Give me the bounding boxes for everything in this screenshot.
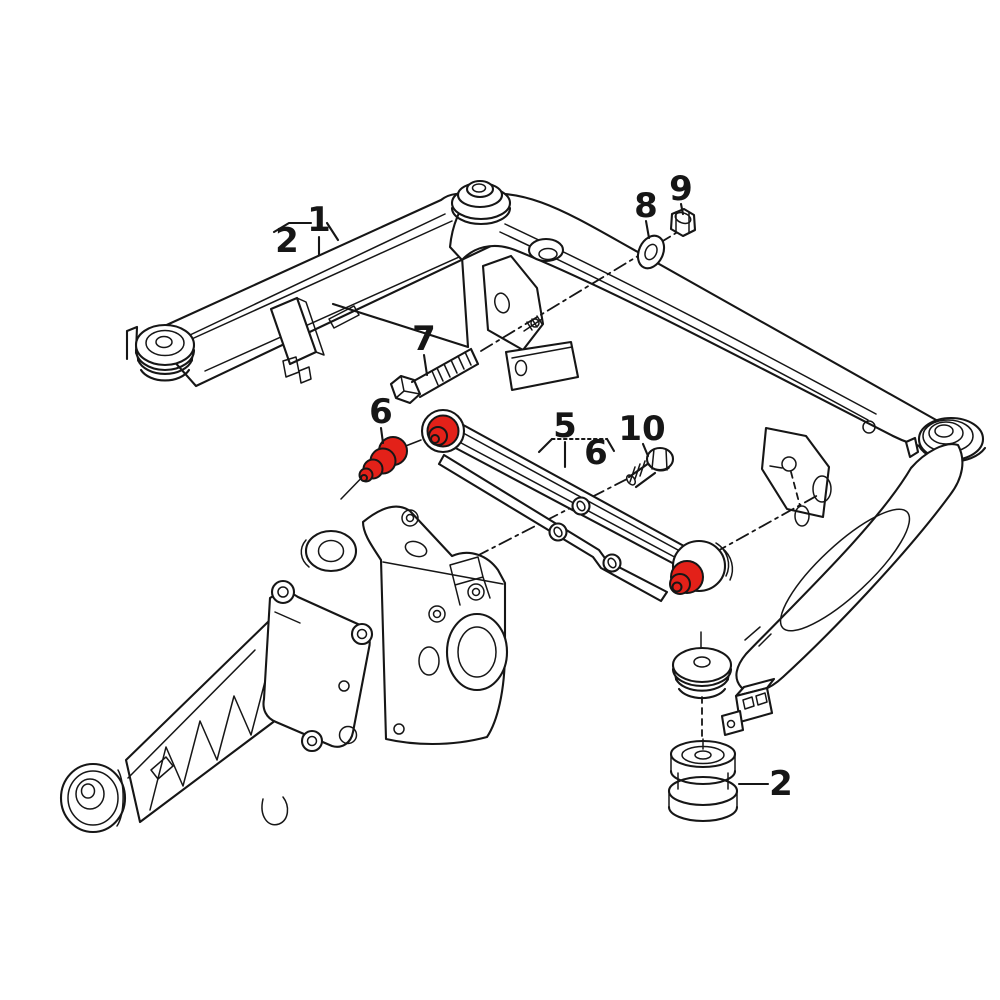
diff-side-port xyxy=(418,646,440,676)
leader-10 xyxy=(641,442,650,458)
top-mount-bushing xyxy=(450,179,512,226)
callout-6-mid: 6 xyxy=(584,433,608,473)
arm-left-eye xyxy=(420,408,466,454)
bolt7-threads xyxy=(431,351,472,386)
spool-bushing-2 xyxy=(667,738,739,823)
center-bracket xyxy=(481,254,580,392)
left-hanger-bracket xyxy=(269,296,325,384)
callout-2-upper: 2 xyxy=(275,221,299,261)
left-mount-bushing xyxy=(125,323,196,382)
callout-leaders xyxy=(272,202,770,786)
callout-labels: 1 2 7 6 5 6 10 8 9 2 xyxy=(275,169,793,804)
trailing-arm xyxy=(735,443,964,693)
washer-8 xyxy=(636,234,666,270)
diff-mount-plate xyxy=(262,579,374,753)
control-arm xyxy=(420,408,734,603)
diff-output-flange xyxy=(59,762,127,834)
beam-highlight-line xyxy=(162,220,453,353)
nut-9 xyxy=(669,207,697,238)
bolt-10 xyxy=(625,446,675,489)
housing-fold xyxy=(382,561,504,585)
bracket-1-2 xyxy=(272,221,340,257)
housing-lugs xyxy=(428,556,491,623)
bolt-7 xyxy=(389,347,480,405)
lower-arm-mount xyxy=(671,631,733,700)
leader-6-left xyxy=(379,426,385,445)
arm-to-bracket-axis-line xyxy=(713,493,821,554)
arm-step-lines xyxy=(744,626,772,647)
rail-hole xyxy=(862,420,876,434)
callout-8: 8 xyxy=(634,186,658,226)
right-bracket xyxy=(760,426,832,527)
trailing-arm-body xyxy=(735,443,964,693)
callout-7: 7 xyxy=(412,319,436,359)
gusset-web xyxy=(331,255,470,349)
leader-9 xyxy=(679,202,685,216)
callout-2-lower: 2 xyxy=(769,764,793,804)
bracket-5-6 xyxy=(537,437,616,469)
mount-bracket-box xyxy=(720,677,776,737)
housing-oval-hole xyxy=(404,540,428,558)
callout-9: 9 xyxy=(669,169,693,209)
callout-5: 5 xyxy=(553,406,577,446)
beam-highlight-line xyxy=(170,213,446,345)
callout-1: 1 xyxy=(307,200,331,240)
callout-6-left: 6 xyxy=(369,392,393,432)
beam-fold-line xyxy=(204,252,469,372)
diff-rear-cover xyxy=(445,612,509,692)
bushing-6 xyxy=(358,436,408,483)
differential xyxy=(59,505,509,834)
body-mount-hole xyxy=(527,237,565,263)
link-collar xyxy=(548,496,622,573)
leader-8 xyxy=(644,219,651,240)
rail-highlight-line xyxy=(499,231,869,421)
diff-front-flange-ring xyxy=(300,529,358,573)
bolt10-threads xyxy=(629,460,646,483)
callout-10: 10 xyxy=(618,409,665,449)
leader-7 xyxy=(422,353,429,377)
arm-right-eye xyxy=(669,539,734,595)
arm-rib-oval xyxy=(779,508,911,632)
subframe-cross-rail xyxy=(448,192,962,451)
subframe xyxy=(125,179,987,527)
beam-cutout xyxy=(328,305,360,329)
